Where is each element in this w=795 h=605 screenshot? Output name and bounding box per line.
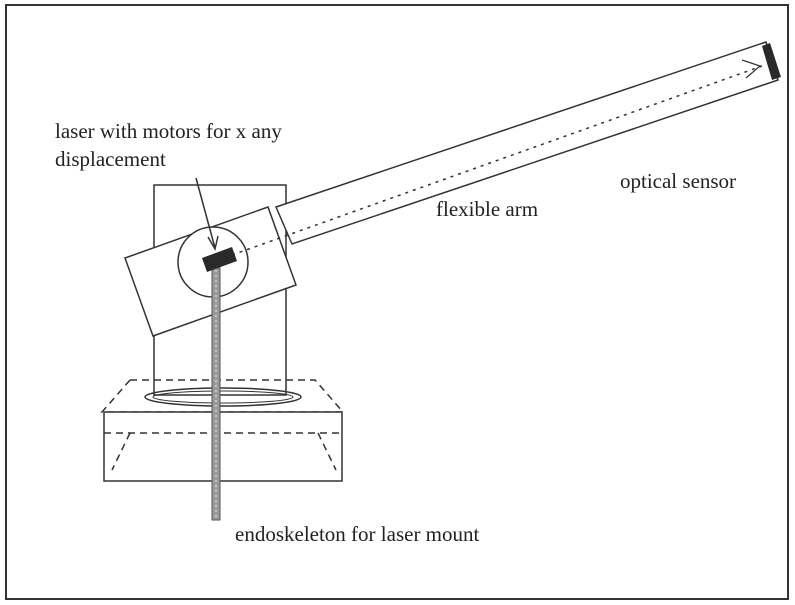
base-bearing-inner: [152, 390, 294, 404]
base-box: [100, 379, 345, 482]
endoskeleton-label: endoskeleton for laser mount: [235, 522, 480, 546]
laser-beam: [231, 65, 763, 256]
laser-label-pointer: [195, 177, 216, 249]
flexible-arm: [274, 41, 779, 245]
beam-arrowhead: [741, 59, 762, 79]
figure-border: [5, 4, 789, 600]
optical-sensor-block: [762, 43, 781, 80]
laser-label-line2: displacement: [55, 147, 166, 171]
laser-label-line1: laser with motors for x any: [55, 119, 282, 143]
laser-block: [202, 247, 237, 272]
base-bearing-ellipse: [144, 387, 302, 407]
laser-pointer-arrowhead: [207, 235, 219, 252]
flexible-arm-label: flexible arm: [436, 197, 539, 221]
optical-sensor-label: optical sensor: [620, 169, 737, 193]
